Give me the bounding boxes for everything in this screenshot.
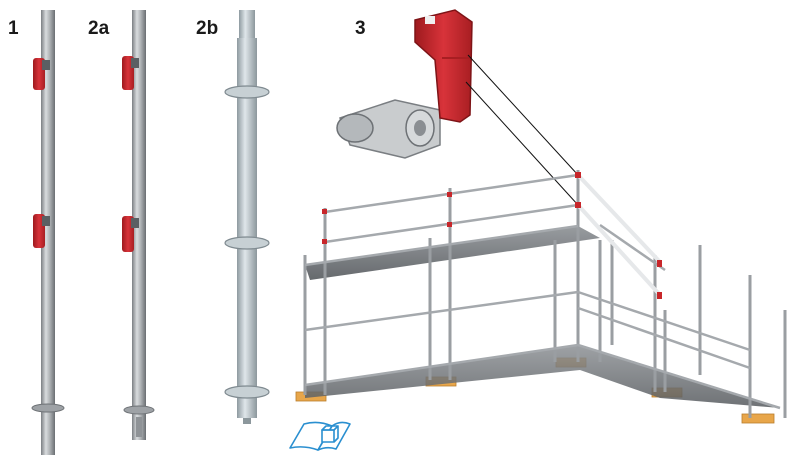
deck-lower bbox=[305, 345, 780, 408]
clamp-bottom bbox=[33, 214, 50, 248]
leader-lines bbox=[465, 54, 579, 206]
rosette bbox=[224, 385, 270, 399]
pole-2a bbox=[122, 10, 155, 440]
manual-book-icon bbox=[289, 421, 351, 451]
label-2b: 2b bbox=[196, 18, 219, 39]
label-1: 1 bbox=[8, 18, 19, 39]
pole-1 bbox=[31, 10, 65, 455]
pole-2b bbox=[224, 10, 270, 424]
clamp-top bbox=[122, 56, 139, 90]
clamp-detail bbox=[336, 9, 473, 159]
scaffold bbox=[295, 170, 787, 424]
deck-upper bbox=[305, 226, 600, 280]
base-plate bbox=[741, 413, 775, 424]
rosette bbox=[224, 85, 270, 99]
label-3: 3 bbox=[355, 18, 366, 39]
clamp-top bbox=[33, 58, 50, 90]
rosette bbox=[224, 236, 270, 250]
label-2a: 2a bbox=[88, 18, 110, 39]
clamp-bottom bbox=[122, 216, 139, 252]
